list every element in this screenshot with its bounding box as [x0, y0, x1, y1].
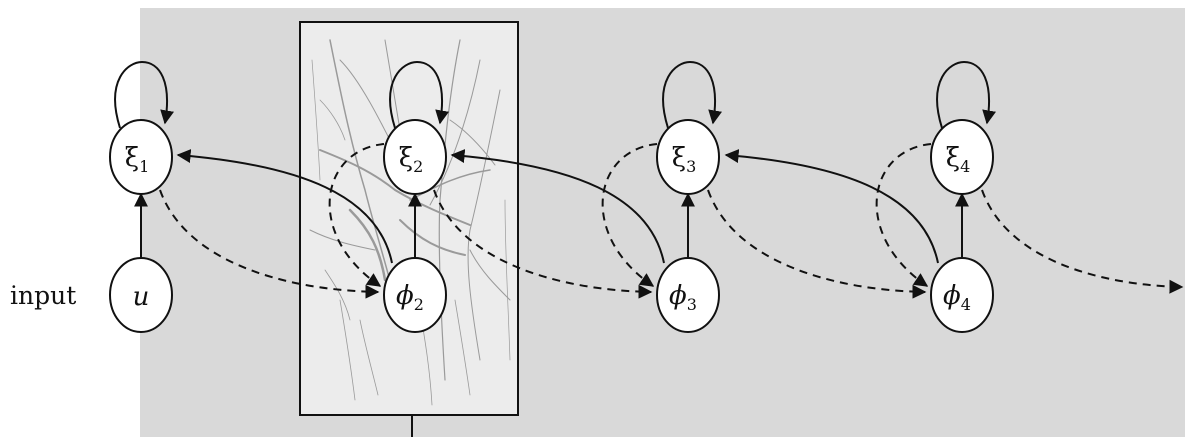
node-phi4: ϕ4	[930, 257, 994, 333]
node-xi1: ξ1	[109, 119, 173, 195]
edge-xi4-to-phi4	[875, 143, 932, 287]
svg-text:ξ1: ξ1	[125, 143, 150, 176]
node-xi4: ξ4	[930, 119, 994, 195]
node-phi3: ϕ3	[656, 257, 720, 333]
svg-text:ϕ4: ϕ4	[943, 281, 971, 314]
input-label: input	[10, 281, 76, 310]
edge-xi2-to-phi3	[433, 189, 653, 299]
edge-phi2-to-xi1	[176, 149, 393, 264]
self-loop-xi2	[389, 60, 450, 129]
svg-text:ξ2: ξ2	[399, 143, 424, 176]
svg-text:ξ4: ξ4	[946, 143, 971, 176]
neuron-image-panel	[299, 21, 519, 416]
edge-xi3-to-phi3	[601, 143, 658, 287]
edge-phi4-to-xi3	[724, 149, 939, 264]
self-loop-xi4	[936, 60, 997, 129]
edge-xi2-to-phi2	[328, 143, 385, 287]
background-panel	[140, 8, 1185, 437]
self-loop-xi1	[114, 60, 175, 129]
svg-text:ϕ3: ϕ3	[669, 281, 697, 314]
node-u: u	[109, 257, 173, 333]
svg-text:ξ3: ξ3	[672, 143, 697, 176]
edge-xi1-to-phi2	[159, 189, 380, 299]
edge-phi3-to-xi2	[450, 149, 665, 264]
node-xi2: ξ2	[383, 119, 447, 195]
edge-xi3-to-phi4	[707, 189, 927, 299]
svg-text:u: u	[133, 282, 150, 312]
self-loop-xi3	[662, 60, 723, 129]
svg-text:ϕ2: ϕ2	[396, 281, 424, 314]
node-phi2: ϕ2	[383, 257, 447, 333]
node-xi3: ξ3	[656, 119, 720, 195]
